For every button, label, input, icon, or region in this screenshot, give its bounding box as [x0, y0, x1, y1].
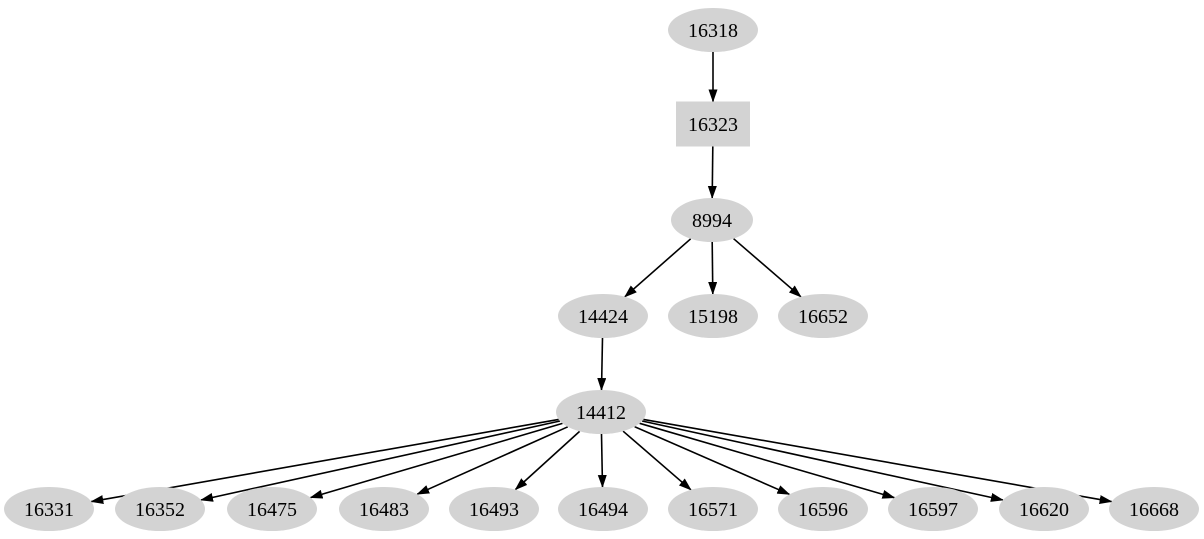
- graph-node-16597: 16597: [888, 487, 978, 531]
- graph-node-16571: 16571: [668, 487, 758, 531]
- graph-node-16323: 16323: [676, 101, 750, 147]
- node-label: 16620: [1019, 499, 1069, 521]
- graph-edge-14412-16493: [514, 430, 581, 491]
- node-ellipse-shape: [4, 487, 94, 531]
- node-label: 16596: [798, 499, 848, 521]
- node-ellipse-shape: [778, 487, 868, 531]
- node-label: 14412: [576, 402, 626, 424]
- graph-node-16620: 16620: [999, 487, 1089, 531]
- node-label: 8994: [692, 210, 732, 232]
- graph-node-16352: 16352: [115, 487, 205, 531]
- graph-edge-8994-14424: [624, 238, 692, 298]
- graph-edge-14412-16597: [639, 422, 896, 499]
- graph-node-14424: 14424: [558, 294, 648, 338]
- graph-node-8994: 8994: [671, 198, 753, 242]
- node-label: 15198: [688, 306, 738, 328]
- node-ellipse-shape: [668, 487, 758, 531]
- graph-node-15198: 15198: [668, 294, 758, 338]
- graph-node-16652: 16652: [778, 294, 868, 338]
- node-ellipse-shape: [999, 487, 1089, 531]
- graph-edge-8994-16652: [733, 238, 802, 298]
- node-ellipse-shape: [558, 487, 648, 531]
- graph-edge-14412-16596: [634, 425, 791, 496]
- node-label: 16668: [1129, 499, 1179, 521]
- graph-node-16318: 16318: [668, 8, 758, 52]
- graph-edge-14412-16494: [597, 433, 607, 488]
- graph-edge-16323-8994: [707, 146, 717, 199]
- graph-node-16475: 16475: [227, 487, 317, 531]
- node-ellipse-shape: [668, 8, 758, 52]
- node-ellipse-shape: [778, 294, 868, 338]
- graph-node-16483: 16483: [339, 487, 429, 531]
- node-label: 16494: [578, 499, 628, 521]
- graph-node-16493: 16493: [449, 487, 539, 531]
- node-label: 16352: [135, 499, 185, 521]
- node-ellipse-shape: [115, 487, 205, 531]
- node-label: 16483: [359, 499, 409, 521]
- node-label: 16493: [469, 499, 519, 521]
- node-ellipse-shape: [449, 487, 539, 531]
- node-label: 16652: [798, 306, 848, 328]
- graph-node-16596: 16596: [778, 487, 868, 531]
- graph-edge-8994-15198: [708, 241, 718, 295]
- node-ellipse-shape: [556, 390, 646, 434]
- graph-edge-14412-16475: [309, 422, 563, 499]
- node-label: 16571: [688, 499, 738, 521]
- graph-node-16494: 16494: [558, 487, 648, 531]
- graph-edge-14424-14412: [597, 337, 607, 391]
- node-ellipse-shape: [558, 294, 648, 338]
- node-label: 16318: [688, 20, 738, 42]
- node-ellipse-shape: [671, 198, 753, 242]
- node-label: 16323: [688, 114, 738, 136]
- graph-edge-14412-16620: [641, 420, 1004, 502]
- node-ellipse-shape: [339, 487, 429, 531]
- graph-node-14412: 14412: [556, 390, 646, 434]
- node-ellipse-shape: [668, 294, 758, 338]
- graph-edge-14412-16483: [416, 426, 569, 495]
- node-label: 16597: [908, 499, 958, 521]
- graph-edge-14412-16571: [622, 430, 692, 491]
- node-ellipse-shape: [227, 487, 317, 531]
- graph-node-16668: 16668: [1109, 487, 1199, 531]
- graph-node-16331: 16331: [4, 487, 94, 531]
- node-ellipse-shape: [888, 487, 978, 531]
- graph-edge-14412-16352: [200, 420, 561, 502]
- node-box-shape: [676, 101, 750, 147]
- node-label: 14424: [578, 306, 628, 328]
- node-label: 16475: [247, 499, 297, 521]
- node-ellipse-shape: [1109, 487, 1199, 531]
- node-label: 16331: [24, 499, 74, 521]
